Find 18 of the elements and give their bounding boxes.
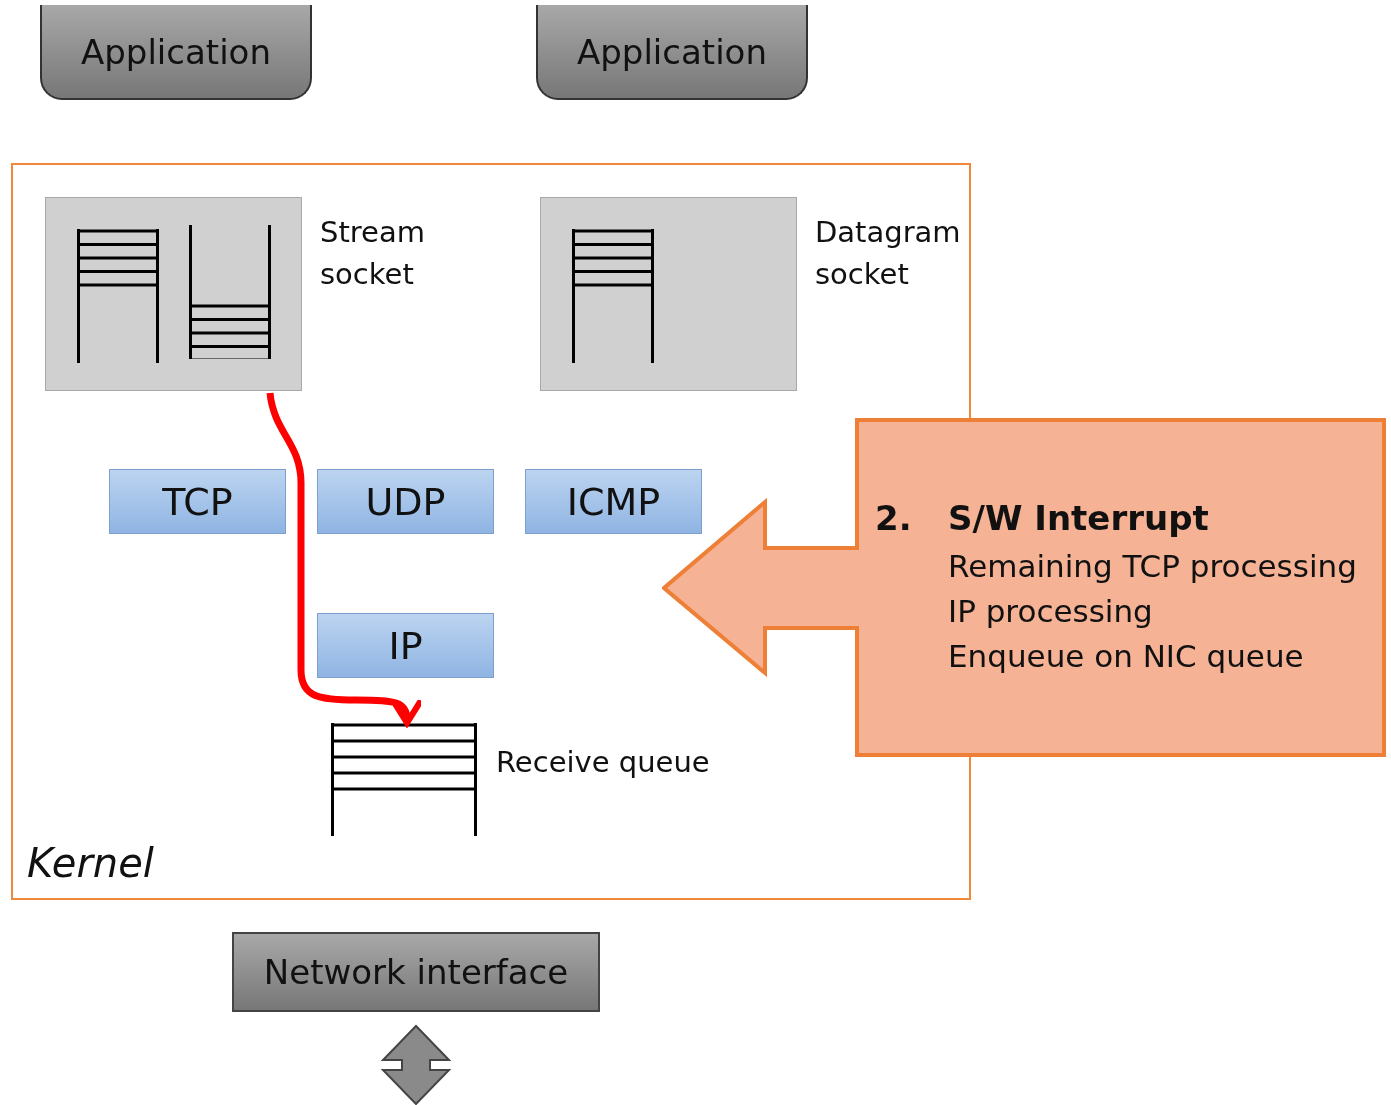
callout-text: Remaining TCP processing — [948, 548, 1357, 584]
callout-text: Enqueue on NIC queue — [948, 638, 1304, 674]
flow-arrow — [266, 392, 424, 726]
protocol-box: UDP — [317, 469, 494, 534]
interface-box: Network interface — [232, 932, 600, 1012]
application-box: Application — [40, 5, 312, 100]
double-arrow — [380, 1024, 452, 1105]
callout-text: IP processing — [948, 593, 1153, 629]
kernel-label: Kernel — [27, 840, 154, 886]
protocol-box: IP — [317, 613, 494, 678]
callout-heading: S/W Interrupt — [948, 498, 1209, 538]
protocol-box: ICMP — [525, 469, 702, 534]
step-number: 2. — [875, 498, 912, 538]
socket-label: Datagram socket — [815, 214, 962, 294]
application-box: Application — [536, 5, 808, 100]
queue-label: Receive queue — [496, 744, 710, 781]
socket-label: Stream socket — [320, 214, 426, 294]
protocol-box: TCP — [109, 469, 286, 534]
